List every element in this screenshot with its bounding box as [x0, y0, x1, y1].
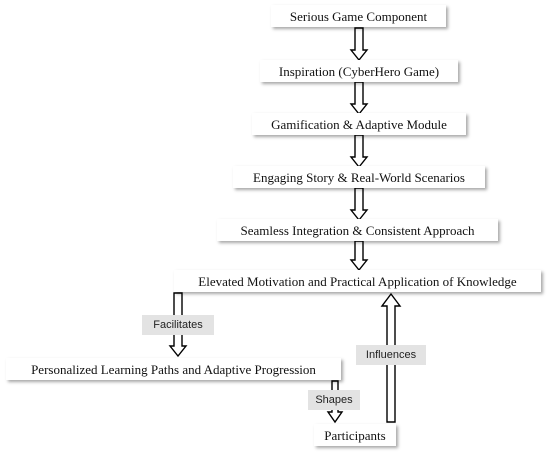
node-personalized-learning-label: Personalized Learning Paths and Adaptive…: [31, 361, 316, 377]
arrow-serious-to-inspiration: [349, 27, 369, 62]
edge-label-facilitates: Facilitates: [142, 315, 214, 335]
node-elevated-motivation-label: Elevated Motivation and Practical Applic…: [198, 273, 517, 289]
node-engaging-story-label: Engaging Story & Real-World Scenarios: [253, 169, 465, 185]
node-inspiration: Inspiration (CyberHero Game): [260, 60, 458, 82]
node-participants-label: Participants: [324, 427, 386, 443]
edge-label-facilitates-text: Facilitates: [153, 319, 203, 331]
node-inspiration-label: Inspiration (CyberHero Game): [278, 63, 440, 79]
node-gamification: Gamification & Adaptive Module: [252, 113, 466, 135]
node-seamless-integration: Seamless Integration & Consistent Approa…: [217, 219, 498, 241]
node-gamification-label: Gamification & Adaptive Module: [271, 116, 447, 132]
node-personalized-learning: Personalized Learning Paths and Adaptive…: [6, 358, 341, 380]
arrow-inspiration-to-gamification: [349, 81, 369, 116]
node-serious-game-label: Serious Game Component: [289, 8, 428, 24]
node-engaging-story: Engaging Story & Real-World Scenarios: [233, 166, 485, 188]
edge-label-influences: Influences: [356, 345, 426, 365]
node-serious-game: Serious Game Component: [271, 5, 446, 27]
arrow-seamless-to-elevated: [349, 240, 369, 272]
node-elevated-motivation: Elevated Motivation and Practical Applic…: [174, 270, 541, 292]
arrow-engaging-to-seamless: [349, 187, 369, 222]
edge-label-influences-text: Influences: [365, 349, 417, 361]
node-participants: Participants: [314, 424, 396, 446]
edge-label-shapes: Shapes: [308, 390, 360, 410]
node-seamless-integration-label: Seamless Integration & Consistent Approa…: [240, 222, 475, 238]
arrow-gamification-to-engaging: [349, 134, 369, 169]
edge-label-shapes-text: Shapes: [315, 394, 353, 406]
